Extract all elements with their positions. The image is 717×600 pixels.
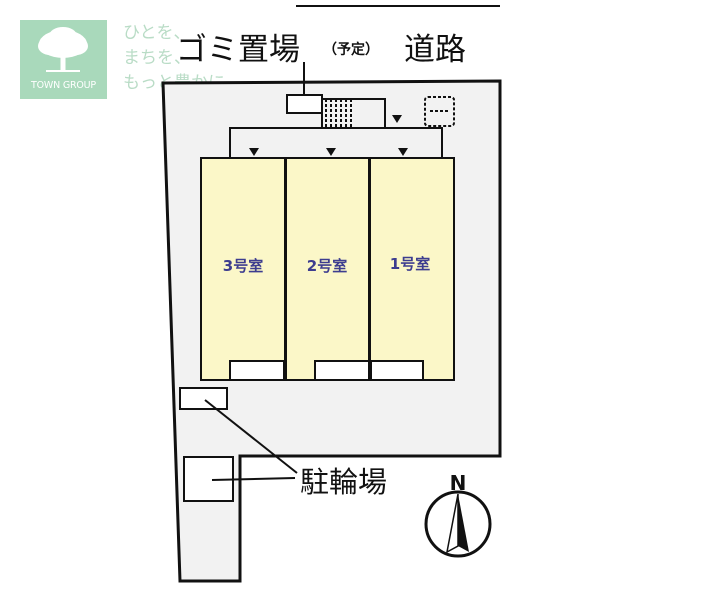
unit-label-3: 3号室 xyxy=(223,257,263,275)
slogan-line-1: ひとを、 xyxy=(123,23,191,43)
unit-label-2: 2号室 xyxy=(307,257,347,275)
walkway-path-right xyxy=(385,127,443,158)
bicycle-area-upper xyxy=(179,387,228,410)
bicycle-leader-upper xyxy=(204,399,298,474)
unit-2-step xyxy=(314,360,370,381)
unit-1-step xyxy=(370,360,424,381)
garbage-note-label: （予定） xyxy=(323,41,379,58)
garbage-label: ゴミ置場 xyxy=(176,32,300,68)
entrance-arrow-road xyxy=(392,115,402,123)
north-arrow-icon xyxy=(424,490,492,558)
north-label: N xyxy=(450,471,467,495)
slogan-line-2: まちを、 xyxy=(123,48,191,68)
bicycle-leader-lower xyxy=(211,477,296,481)
unit-block-1 xyxy=(369,157,455,381)
unit-3-step xyxy=(229,360,285,381)
tree-icon xyxy=(38,27,88,72)
entrance-arrow-3 xyxy=(249,148,259,156)
town-group-logo: TOWN GROUP xyxy=(20,20,107,99)
unit-block-2 xyxy=(285,157,370,381)
meter-box-dashed xyxy=(424,96,455,127)
logo-text: TOWN GROUP xyxy=(31,80,96,91)
unit-label-1: 1号室 xyxy=(390,255,430,273)
unit-block-3 xyxy=(200,157,286,381)
entrance-arrow-1 xyxy=(398,148,408,156)
entrance-arrow-2 xyxy=(326,148,336,156)
bicycle-label: 駐輪場 xyxy=(300,465,387,499)
road-label: 道路 xyxy=(404,32,466,68)
garbage-area xyxy=(286,94,323,114)
